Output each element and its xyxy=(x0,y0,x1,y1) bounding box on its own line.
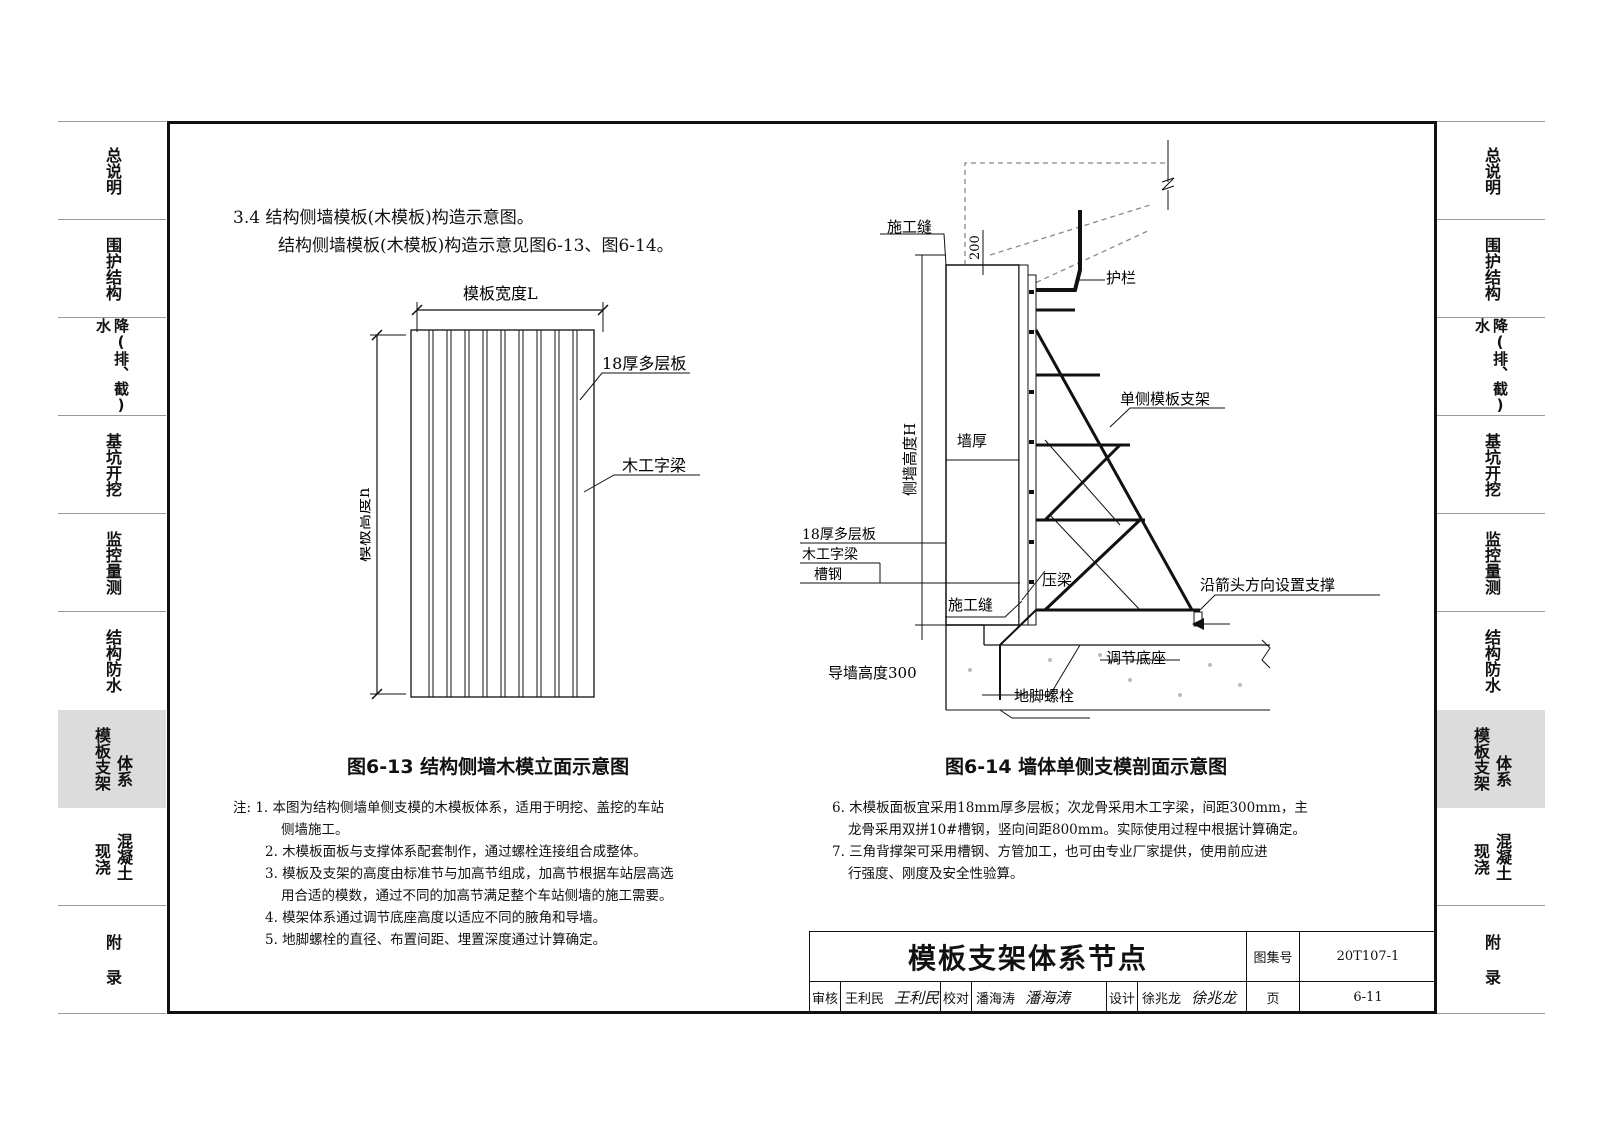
anchor-bolt-label: 地脚螺栓 xyxy=(1014,687,1074,705)
designer-signature: 徐兆龙 xyxy=(1191,989,1237,1007)
height-label: 模板高度h xyxy=(360,488,373,562)
tab-weihu-right[interactable]: 围护结构 xyxy=(1482,236,1501,301)
section-subline: 结构侧墙模板(木模板)构造示意见图6-13、图6-14。 xyxy=(278,236,674,256)
tab-moban-right[interactable]: 体系 模板支架 xyxy=(1437,710,1545,808)
beam-label-2: 木工字梁 xyxy=(802,547,858,563)
tab-weihu-left[interactable]: 围护结构 xyxy=(103,236,122,301)
reviewer-signature: 王利民 xyxy=(894,989,940,1007)
plywood-label-2: 18厚多层板 xyxy=(802,526,876,543)
tab-fangshui-left[interactable]: 结构防水 xyxy=(103,628,122,693)
note-6-cont: 龙骨采用双拼10#槽钢，竖向间距800mm。实际使用过程中根据计算确定。 xyxy=(848,822,1306,838)
tab-jiangshui-right[interactable]: 降(排、截)水 xyxy=(1473,318,1509,414)
note-7-cont: 行强度、刚度及安全性验算。 xyxy=(848,866,1024,882)
width-label: 模板宽度L xyxy=(463,284,538,303)
wall-height-label: 侧墙高度H xyxy=(901,423,919,496)
check-label: 校对 xyxy=(940,981,972,1014)
review-label: 审核 xyxy=(809,981,841,1014)
section-heading: 3.4 结构侧墙模板(木模板)构造示意图。 xyxy=(233,208,534,228)
drawing-frame xyxy=(167,121,1437,1014)
tab-hunningtu-left[interactable]: 混凝土 现浇 xyxy=(92,832,133,881)
note-3-cont: 用合适的模数，通过不同的加高节满足整个车站侧墙的施工需要。 xyxy=(281,888,673,904)
note-5: 5. 地脚螺栓的直径、布置间距、埋置深度通过计算确定。 xyxy=(265,932,607,948)
tab-zongshuoming-left[interactable]: 总说明 xyxy=(103,146,122,195)
guide-wall-label: 导墙高度300 xyxy=(828,664,917,682)
drawing-title: 模板支架体系节点 xyxy=(809,931,1247,982)
note-4: 4. 模架体系通过调节底座高度以适应不同的腋角和导墙。 xyxy=(265,910,607,926)
tab-hunningtu-right[interactable]: 混凝土 现浇 xyxy=(1471,832,1512,881)
beam-label: 木工字梁 xyxy=(622,456,686,475)
tab-jiankong-left[interactable]: 监控量测 xyxy=(103,530,122,595)
plywood-label: 18厚多层板 xyxy=(602,354,686,373)
guardrail-label: 护栏 xyxy=(1106,269,1136,287)
tab-zongshuoming-right[interactable]: 总说明 xyxy=(1482,146,1501,195)
designer-name: 徐兆龙 xyxy=(1142,992,1182,1007)
reviewer-name: 王利民 xyxy=(845,992,885,1007)
notes-right: 6. 木模板面板宜采用18mm厚多层板；次龙骨采用木工字梁，间距300mm，主 … xyxy=(832,797,1412,885)
tab-fulu-left[interactable]: 附 录 xyxy=(103,934,122,985)
note-7: 7. 三角背撑架可采用槽钢、方管加工，也可由专业厂家提供，使用前应进 xyxy=(832,844,1268,860)
page-label: 页 xyxy=(1246,981,1300,1014)
construction-joint-top-label: 施工缝 xyxy=(887,218,932,236)
page-no: 6-11 xyxy=(1299,981,1437,1014)
tab-fulu-right[interactable]: 附 录 xyxy=(1482,934,1501,985)
support-frame-label: 单侧模板支架 xyxy=(1120,390,1210,408)
note-6: 6. 木模板面板宜采用18mm厚多层板；次龙骨采用木工字梁，间距300mm，主 xyxy=(832,800,1308,816)
brace-direction-label: 沿箭头方向设置支撑 xyxy=(1200,576,1335,594)
figure-6-14: 施工缝 200 护栏 单侧模板支架 侧墙高度H 墙厚 18厚多层板 木工字梁 槽… xyxy=(800,140,1380,719)
design-label: 设计 xyxy=(1106,981,1138,1014)
title-block: 模板支架体系节点 图集号 20T107-1 审核 王利民 王利民 校对 潘海涛 … xyxy=(809,931,1437,1014)
construction-joint-bottom-label: 施工缝 xyxy=(948,596,993,614)
tab-fangshui-right[interactable]: 结构防水 xyxy=(1482,628,1501,693)
figure-6-13: 模板宽度L 18厚多层板 木工字梁 模板高度h xyxy=(360,284,700,700)
tab-jiankong-right[interactable]: 监控量测 xyxy=(1482,530,1501,595)
figure-6-14-caption: 图6-14 墙体单侧支模剖面示意图 xyxy=(945,756,1228,778)
figure-6-13-caption: 图6-13 结构侧墙木模立面示意图 xyxy=(347,756,630,778)
dim-200-label: 200 xyxy=(968,235,983,260)
press-beam-label: 压梁 xyxy=(1042,571,1072,589)
wall-thickness-label: 墙厚 xyxy=(957,432,987,450)
tab-jikeng-right[interactable]: 基坑开挖 xyxy=(1482,432,1501,497)
note-1-cont: 侧墙施工。 xyxy=(281,822,349,838)
tab-jiangshui-left[interactable]: 降(排、截)水 xyxy=(94,318,130,414)
checker-signature: 潘海涛 xyxy=(1025,989,1071,1007)
note-3: 3. 模板及支架的高度由标准节与加高节组成，加高节根据车站层高选 xyxy=(265,866,674,882)
notes-left: 注: 1. 本图为结构侧墙单侧支模的木模板体系，适用于明挖、盖挖的车站 侧墙施工… xyxy=(233,797,793,951)
note-1: 注: 1. 本图为结构侧墙单侧支模的木模板体系，适用于明挖、盖挖的车站 xyxy=(233,800,665,816)
tab-jikeng-left[interactable]: 基坑开挖 xyxy=(103,432,122,497)
atlas-no-label: 图集号 xyxy=(1246,931,1300,982)
wood-beams xyxy=(428,330,578,697)
note-2: 2. 木模板面板与支撑体系配套制作，通过螺栓连接组合成整体。 xyxy=(265,844,647,860)
tab-moban-left[interactable]: 体系 模板支架 xyxy=(58,710,166,808)
checker-name: 潘海涛 xyxy=(976,992,1016,1007)
adjust-base-label: 调节底座 xyxy=(1106,649,1166,667)
channel-label: 槽钢 xyxy=(814,567,842,583)
atlas-no: 20T107-1 xyxy=(1299,931,1437,982)
